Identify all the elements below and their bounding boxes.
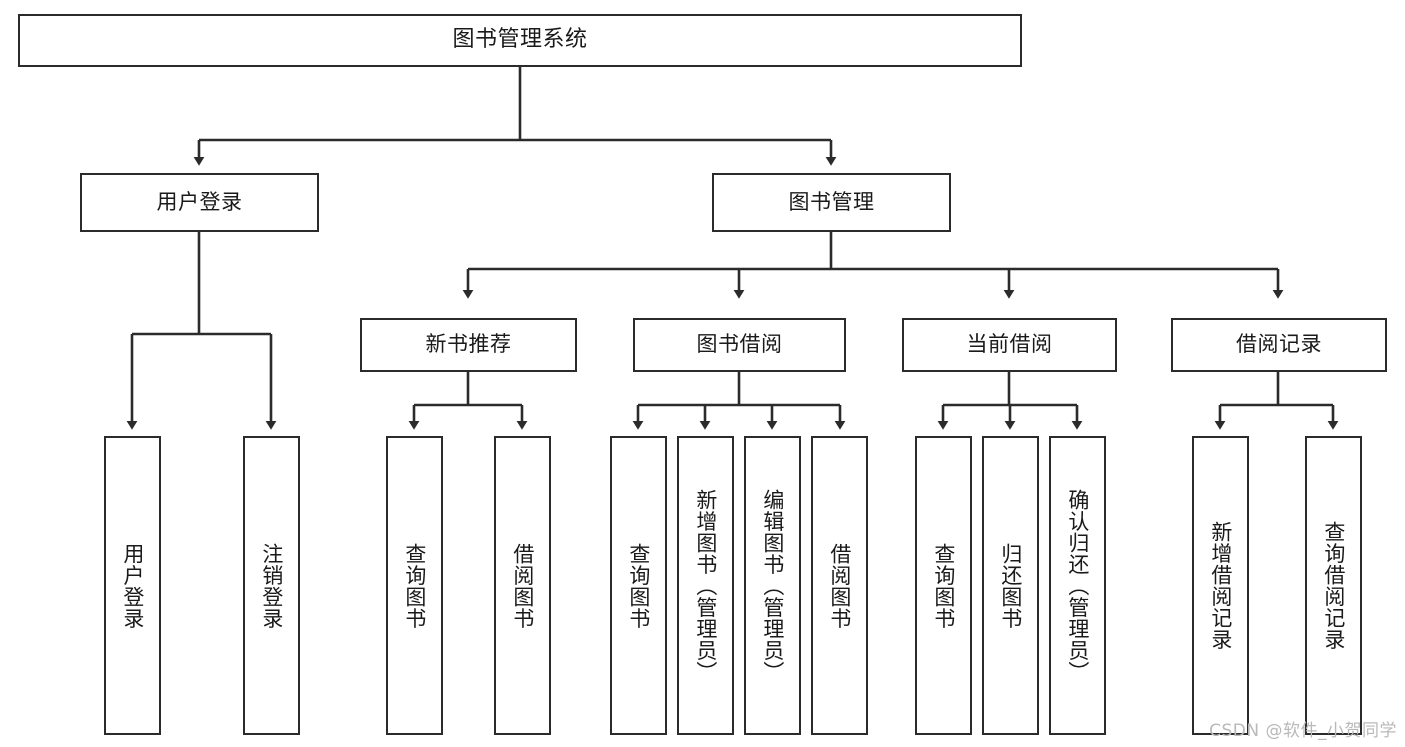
leaf-add-book[interactable]: 新增图书（管理员） xyxy=(677,436,734,735)
node-new-book-rec-label: 新书推荐 xyxy=(425,332,512,357)
leaf-return-book-label: 归还图书 xyxy=(998,542,1023,629)
leaf-add-record[interactable]: 新增借阅记录 xyxy=(1192,436,1249,735)
leaf-edit-book-label: 编辑图书（管理员） xyxy=(760,488,785,683)
leaf-query-book-2-label: 查询图书 xyxy=(626,542,651,629)
watermark-text: CSDN @软件_小贺同学 xyxy=(1209,721,1397,741)
leaf-query-book-3[interactable]: 查询图书 xyxy=(915,436,972,735)
node-user-login[interactable]: 用户登录 xyxy=(80,173,319,232)
leaf-query-book-1-label: 查询图书 xyxy=(402,542,427,629)
leaf-logout[interactable]: 注销登录 xyxy=(243,436,300,735)
leaf-borrow-book-1[interactable]: 借阅图书 xyxy=(494,436,551,735)
leaf-borrow-book-2[interactable]: 借阅图书 xyxy=(811,436,868,735)
leaf-logout-label: 注销登录 xyxy=(259,542,284,629)
node-book-manage-label: 图书管理 xyxy=(788,189,875,214)
node-new-book-rec[interactable]: 新书推荐 xyxy=(360,318,577,372)
leaf-add-book-label: 新增图书（管理员） xyxy=(693,488,718,683)
leaf-confirm-return-label: 确认归还（管理员） xyxy=(1065,488,1090,683)
leaf-query-book-2[interactable]: 查询图书 xyxy=(610,436,667,735)
leaf-user-login-label: 用户登录 xyxy=(120,542,145,629)
leaf-query-book-3-label: 查询图书 xyxy=(931,542,956,629)
node-book-borrow[interactable]: 图书借阅 xyxy=(633,318,846,372)
node-root-label: 图书管理系统 xyxy=(452,27,588,53)
leaf-query-book-1[interactable]: 查询图书 xyxy=(386,436,443,735)
leaf-edit-book[interactable]: 编辑图书（管理员） xyxy=(744,436,801,735)
node-root[interactable]: 图书管理系统 xyxy=(18,14,1022,67)
leaf-query-record-label: 查询借阅记录 xyxy=(1321,521,1346,650)
node-borrow-record[interactable]: 借阅记录 xyxy=(1171,318,1387,372)
leaf-borrow-book-2-label: 借阅图书 xyxy=(827,542,852,629)
leaf-add-record-label: 新增借阅记录 xyxy=(1208,521,1233,650)
node-current-borrow[interactable]: 当前借阅 xyxy=(902,318,1117,372)
node-book-borrow-label: 图书借阅 xyxy=(696,332,783,357)
node-current-borrow-label: 当前借阅 xyxy=(966,332,1053,357)
leaf-user-login[interactable]: 用户登录 xyxy=(104,436,161,735)
leaf-query-record[interactable]: 查询借阅记录 xyxy=(1305,436,1362,735)
leaf-borrow-book-1-label: 借阅图书 xyxy=(510,542,535,629)
node-borrow-record-label: 借阅记录 xyxy=(1236,332,1322,357)
leaf-confirm-return[interactable]: 确认归还（管理员） xyxy=(1049,436,1106,735)
leaf-return-book[interactable]: 归还图书 xyxy=(982,436,1039,735)
node-book-manage[interactable]: 图书管理 xyxy=(712,173,951,232)
node-user-login-label: 用户登录 xyxy=(156,189,243,214)
